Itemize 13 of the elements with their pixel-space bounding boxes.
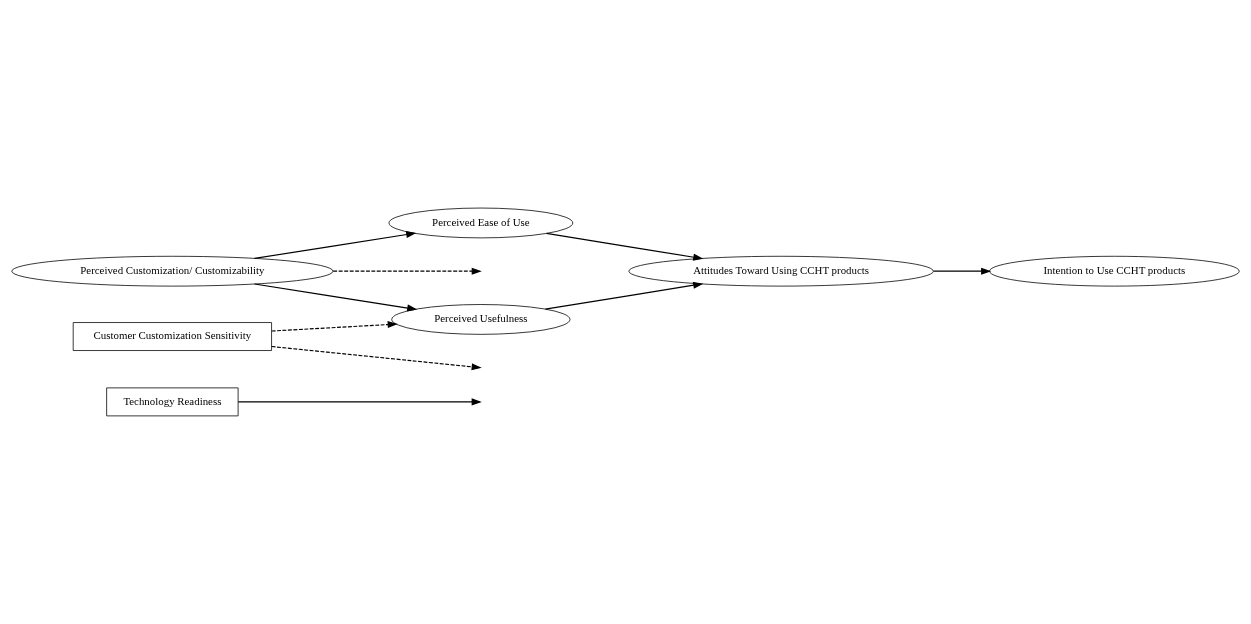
arrow bbox=[271, 345, 482, 371]
arrow bbox=[254, 283, 418, 312]
arrow bbox=[237, 398, 482, 406]
node-box: Customer Customization Sensitivity bbox=[72, 322, 272, 351]
node-box: Technology Readiness bbox=[106, 387, 239, 417]
arrow bbox=[332, 267, 482, 275]
arrow bbox=[933, 267, 992, 275]
node-ellipse: Perceived Customization/ Customizability bbox=[11, 255, 334, 287]
arrow bbox=[271, 321, 398, 332]
node-ellipse: Intention to Use CCHT products bbox=[989, 255, 1240, 287]
arrow bbox=[545, 232, 704, 261]
arrow bbox=[544, 281, 704, 310]
arrow bbox=[254, 231, 417, 259]
